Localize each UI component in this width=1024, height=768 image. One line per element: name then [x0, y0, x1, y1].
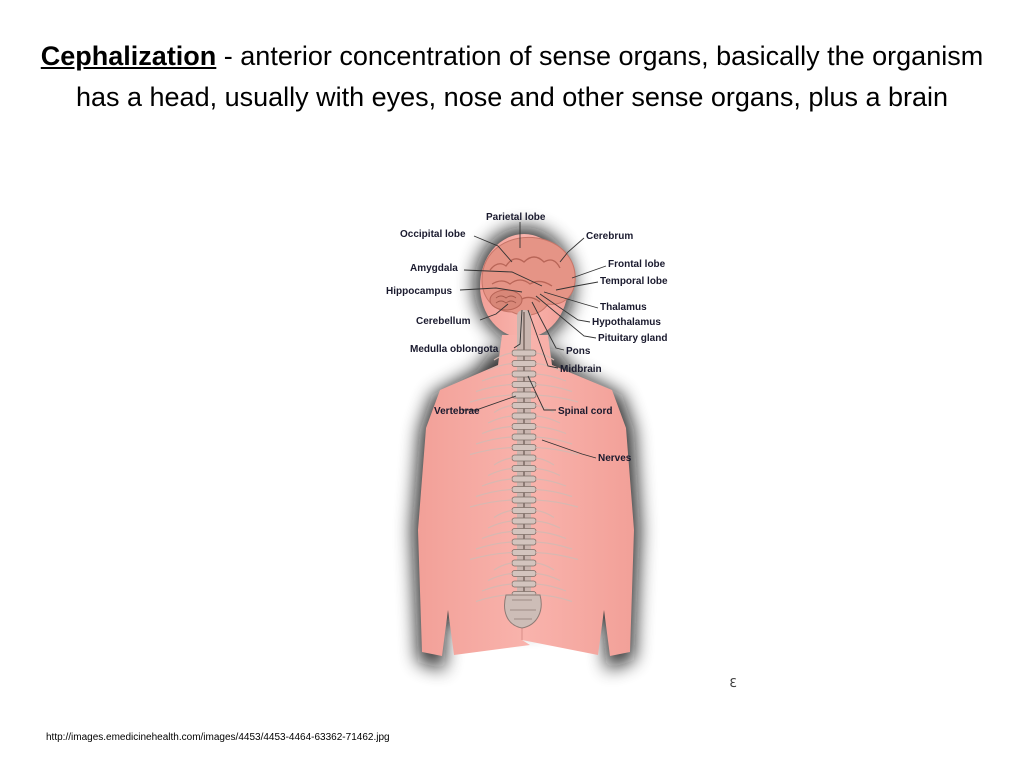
nerve-branch [493, 352, 513, 361]
leader-lines [459, 222, 607, 459]
nerve-branch [535, 373, 567, 382]
nerve-branch [469, 551, 513, 561]
nerve-branch [535, 530, 567, 540]
nerve-branch [535, 572, 561, 582]
nerve-branch [535, 352, 555, 361]
label-cerebellum: Cerebellum [416, 316, 471, 327]
nerve-branch [487, 572, 513, 582]
nerve-branch [535, 467, 561, 477]
vertebra [511, 391, 537, 399]
nerve-branch [469, 446, 513, 456]
nerve-branch [535, 499, 579, 508]
spinal-nerves [469, 352, 579, 603]
title-term: Cephalization [40, 41, 217, 71]
nerve-branch [493, 509, 513, 518]
vertebra [511, 507, 537, 514]
vertebra [511, 412, 537, 420]
label-pons: Pons [566, 346, 591, 357]
nerve-branch [535, 509, 555, 518]
label-vertebrae: Vertebrae [434, 406, 480, 417]
vertebra [511, 465, 537, 472]
label-thalamus: Thalamus [600, 302, 647, 313]
nerve-branch [535, 520, 561, 529]
vertebra [511, 360, 537, 367]
nerve-branch [535, 415, 561, 424]
nerve-branch [487, 467, 513, 477]
label-amygdala: Amygdala [410, 263, 458, 274]
nerve-branch [535, 457, 555, 466]
nerve-branch [481, 425, 513, 435]
label-medulla-oblongota: Medulla oblongota [410, 344, 499, 355]
vertebra [511, 475, 537, 483]
nerve-branch [535, 478, 567, 487]
title-definition: - anterior concentration of sense organs… [75, 41, 984, 112]
vertebra [511, 538, 537, 546]
nerve-branch [481, 530, 513, 540]
nervous-system-illustration: Parietal lobe Occipital lobe Cerebrum Am… [386, 212, 668, 670]
label-hypothalamus: Hypothalamus [592, 317, 661, 328]
nerve-branch [487, 415, 513, 424]
nerve-branch [535, 425, 567, 435]
nerve-branch [475, 488, 513, 498]
nerve-branch [535, 404, 555, 413]
vertebra [511, 349, 537, 357]
label-frontal-lobe: Frontal lobe [608, 259, 666, 270]
vertebra [511, 370, 537, 378]
vertebra [511, 454, 537, 462]
vertebra [511, 570, 537, 577]
nerve-branch [469, 499, 513, 508]
vertebra [511, 559, 537, 567]
slide-title: Cephalization - anterior concentration o… [40, 36, 984, 118]
label-spinal-cord: Spinal cord [558, 406, 612, 417]
nerve-branch [535, 551, 579, 561]
vertebra [511, 444, 537, 451]
label-hippocampus: Hippocampus [386, 286, 453, 297]
label-midbrain: Midbrain [560, 364, 602, 375]
nerve-branch [475, 541, 513, 550]
nerve-branch [493, 562, 513, 571]
vertebra [511, 580, 537, 588]
nervous-system-figure: Parietal lobe Occipital lobe Cerebrum Am… [372, 200, 712, 695]
label-temporal-lobe: Temporal lobe [600, 276, 668, 287]
labels: Parietal lobe Occipital lobe Cerebrum Am… [386, 212, 668, 464]
nerve-branch [475, 436, 513, 445]
nerve-branch [535, 383, 573, 393]
nerve-branch [481, 583, 513, 592]
label-pituitary-gland: Pituitary gland [598, 333, 667, 344]
label-occipital-lobe: Occipital lobe [400, 229, 466, 240]
vertebra [511, 549, 537, 556]
vertebra [511, 423, 537, 430]
nerve-branch [493, 457, 513, 466]
nerve-branch [535, 394, 579, 403]
label-parietal-lobe: Parietal lobe [486, 212, 546, 223]
watermark-icon: ℇ [729, 676, 737, 690]
vertebra [511, 496, 537, 504]
nerve-branch [487, 520, 513, 529]
brain [481, 236, 576, 316]
nerve-branch [535, 541, 573, 550]
nerve-branch [535, 488, 573, 498]
nerve-branch [487, 362, 513, 372]
vertebra [511, 486, 537, 493]
nerve-branch [535, 436, 573, 445]
pelvis [504, 594, 542, 629]
vertebra [511, 402, 537, 409]
nerve-branch [535, 446, 579, 456]
nerve-branch [481, 478, 513, 487]
nerve-branch [493, 404, 513, 413]
nerve-branch [481, 373, 513, 382]
image-source-url: http://images.emedicinehealth.com/images… [46, 732, 390, 743]
label-cerebrum: Cerebrum [586, 231, 633, 242]
vertebra [511, 528, 537, 535]
nerve-branch [475, 383, 513, 393]
vertebra [511, 517, 537, 525]
nerve-branch [535, 583, 567, 592]
nerve-branch [469, 394, 513, 403]
nerve-branch [535, 562, 555, 571]
label-nerves: Nerves [598, 453, 632, 464]
vertebra [511, 433, 537, 441]
